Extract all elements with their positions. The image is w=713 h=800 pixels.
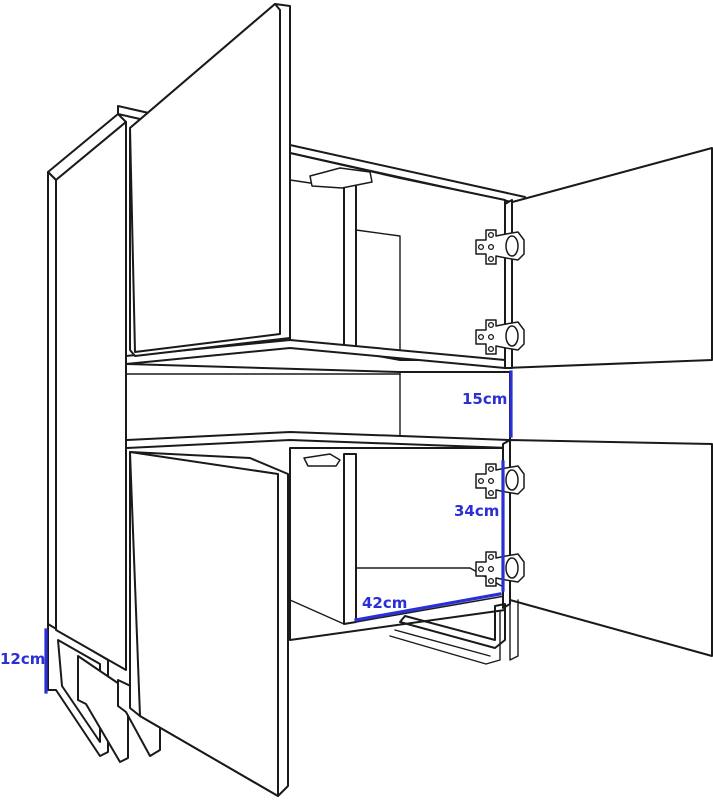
hinges — [475, 229, 525, 587]
hinge-icon — [475, 229, 525, 265]
compartment-width-line — [354, 592, 502, 622]
lower-divider — [343, 453, 357, 625]
upper-right-door — [504, 147, 713, 369]
right-leg-line-2 — [389, 611, 501, 665]
upper-right-door-group — [504, 147, 713, 369]
upper-left-door-face — [129, 3, 281, 353]
lower-hinge-bracket — [303, 453, 341, 467]
hinge-icon — [475, 551, 525, 587]
lower-right-door — [509, 439, 713, 657]
right-legs — [389, 599, 519, 665]
compartment-width-label: 42cm — [362, 594, 407, 612]
compartment-height-label: 34cm — [454, 502, 499, 520]
cabinet-body — [47, 105, 526, 641]
lower-right-door-group — [502, 439, 713, 657]
lower-floor-2 — [355, 595, 506, 623]
right-leg-line-1 — [394, 629, 491, 657]
lower-floor — [289, 599, 345, 625]
leg-height-label: 12cm — [0, 650, 45, 668]
left-side-face — [47, 171, 57, 631]
dimension-lines — [44, 370, 513, 694]
open-shelf-back — [125, 363, 511, 441]
left-legs — [47, 623, 161, 763]
left-tall-panel — [55, 121, 127, 671]
hinge-icon — [475, 463, 525, 499]
open-shelf-height-label: 15cm — [462, 390, 507, 408]
upper-hinge-bracket — [309, 167, 373, 189]
upper-inner-line — [355, 229, 401, 361]
right-leg-line-3 — [509, 599, 519, 661]
hinge-icon — [475, 319, 525, 355]
upper-divider — [343, 177, 357, 353]
left-leg-inner — [57, 639, 101, 743]
lower-left-door-face — [129, 451, 279, 797]
right-leg-frame — [399, 603, 506, 649]
